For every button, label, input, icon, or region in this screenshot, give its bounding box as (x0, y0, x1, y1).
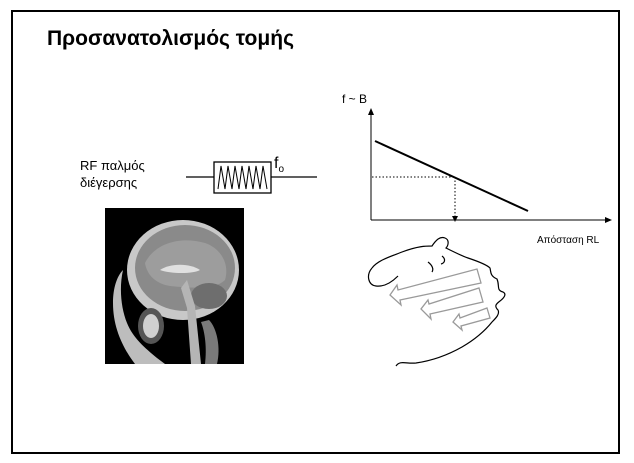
graph-y-label: f ~ B (342, 92, 367, 106)
field-graph: f ~ B Απόσταση RL (342, 92, 612, 246)
rf-pulse-diagram: fo (186, 155, 317, 193)
graph-x-label: Απόσταση RL (537, 234, 600, 246)
mri-sagittal-image (105, 208, 244, 364)
nose-detail (441, 256, 445, 264)
position-arrow (452, 216, 458, 222)
graph-x-arrow (605, 217, 612, 223)
eye-detail (428, 262, 433, 272)
gradient-arrows (390, 269, 490, 330)
pulse-waveform (218, 166, 267, 189)
ear-contour (369, 268, 398, 286)
mri-cerebellum (191, 283, 227, 309)
gradient-arrow-small (453, 308, 490, 330)
freq-label: fo (274, 155, 284, 175)
field-gradient-line (375, 141, 528, 211)
mri-tongue (143, 314, 159, 338)
graph-y-arrow (368, 108, 374, 115)
